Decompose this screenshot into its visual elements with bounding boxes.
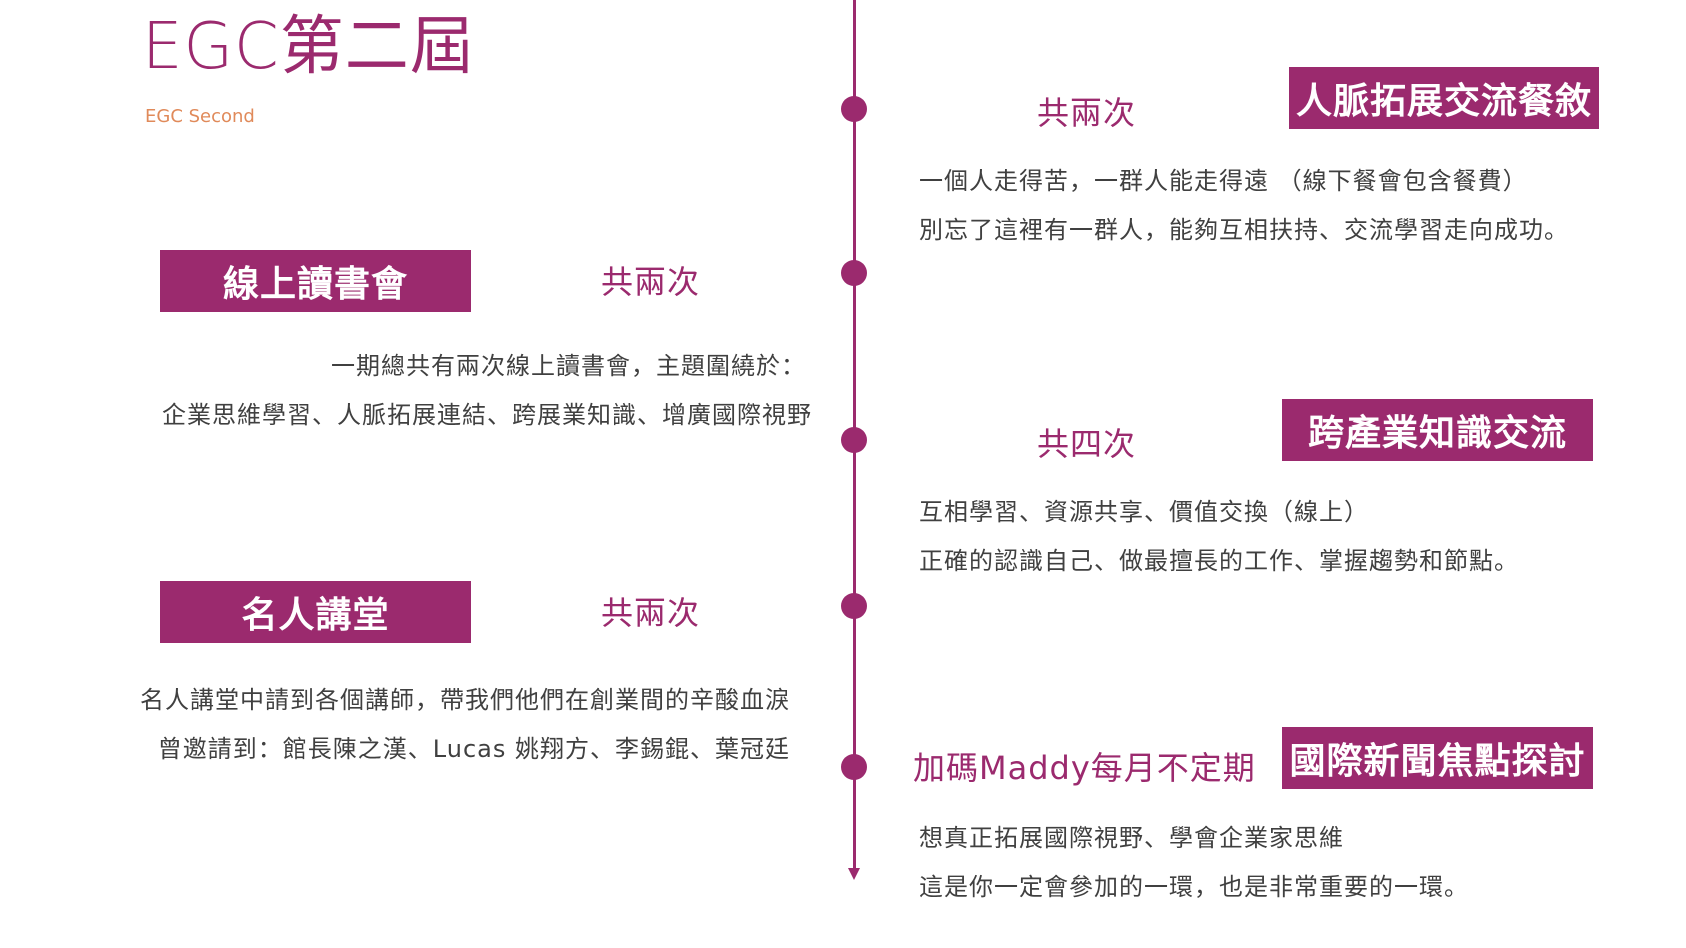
item-desc-line-2: 企業思維學習、人脈拓展連結、跨展業知識、增廣國際視野 bbox=[162, 401, 812, 429]
item-label-box: 名人講堂 bbox=[160, 581, 471, 643]
item-desc-line-1: 互相學習、資源共享、價值交換（線上） bbox=[919, 498, 1369, 526]
item-desc-line-1: 一期總共有兩次線上讀書會，主題圍繞於： bbox=[331, 352, 806, 380]
item-desc-line-1: 一個人走得苦，一群人能走得遠 （線下餐會包含餐費） bbox=[919, 167, 1528, 195]
timeline-arrow-icon bbox=[848, 868, 860, 880]
item-desc-line-2: 這是你一定會參加的一環，也是非常重要的一環。 bbox=[919, 873, 1469, 901]
item-count: 加碼Maddy每月不定期 bbox=[913, 749, 1256, 787]
item-count: 共四次 bbox=[1037, 425, 1137, 463]
item-desc-line-2: 曾邀請到：館長陳之漢、Lucas 姚翔方、李錫錕、葉冠廷 bbox=[157, 735, 790, 763]
item-desc-line-1: 名人講堂中請到各個講師，帶我們他們在創業間的辛酸血淚 bbox=[140, 686, 790, 714]
item-count: 共兩次 bbox=[601, 263, 701, 301]
page-subtitle: EGC Second bbox=[145, 106, 255, 127]
timeline-dot-1 bbox=[841, 96, 867, 122]
timeline-dot-2 bbox=[841, 260, 867, 286]
item-desc-line-2: 正確的認識自己、做最擅長的工作、掌握趨勢和節點。 bbox=[919, 547, 1519, 575]
item-desc-line-1: 想真正拓展國際視野、學會企業家思維 bbox=[919, 824, 1344, 852]
timeline-dot-5 bbox=[841, 754, 867, 780]
item-label-box: 跨產業知識交流 bbox=[1282, 399, 1593, 461]
timeline-dot-4 bbox=[841, 593, 867, 619]
item-desc-line-2: 別忘了這裡有一群人，能夠互相扶持、交流學習走向成功。 bbox=[919, 216, 1569, 244]
timeline-dot-3 bbox=[841, 427, 867, 453]
item-label-box: 線上讀書會 bbox=[160, 250, 471, 312]
page-title: EGC第二屆 bbox=[142, 10, 475, 84]
item-label-box: 人脈拓展交流餐敘 bbox=[1289, 67, 1599, 129]
item-count: 共兩次 bbox=[1037, 94, 1137, 132]
item-label-box: 國際新聞焦點探討 bbox=[1282, 727, 1593, 789]
item-count: 共兩次 bbox=[601, 594, 701, 632]
